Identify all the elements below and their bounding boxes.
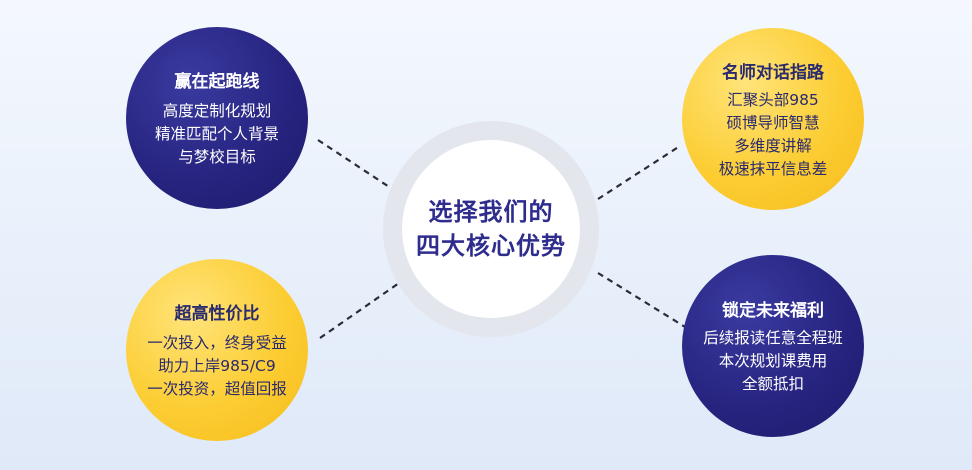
center-hub: 选择我们的 四大核心优势: [402, 140, 580, 318]
node-text-line: 全额抵扣: [741, 375, 804, 393]
connector-bottom-right: [597, 272, 691, 331]
node-text-line: 一次投入，终身受益: [147, 334, 287, 352]
node-title: 名师对话指路: [722, 62, 824, 83]
node-title: 锁定未来福利: [722, 301, 824, 321]
node-text-line: 高度定制化规划: [162, 102, 272, 120]
advantage-node-value: 超高性价比 一次投入，终身受益 助力上岸985/C9 一次投资，超值回报: [126, 259, 308, 441]
node-text-line: 本次规划课费用: [718, 352, 828, 370]
advantage-node-future-benefit: 锁定未来福利 后续报读任意全程班 本次规划课费用 全额抵扣: [682, 255, 864, 437]
advantage-node-mentors: 名师对话指路 汇聚头部985 硕博导师智慧 多维度讲解 极速抹平信息差: [682, 28, 864, 210]
connector-bottom-left: [319, 273, 413, 339]
node-text-line: 一次投资，超值回报: [147, 380, 287, 398]
node-text-line: 极速抹平信息差: [718, 159, 828, 178]
node-title: 超高性价比: [174, 304, 260, 324]
node-text-line: 后续报读任意全程班: [703, 329, 843, 347]
center-title-line-2: 四大核心优势: [416, 232, 566, 260]
node-text-line: 助力上岸985/C9: [158, 357, 276, 375]
node-text-line: 精准匹配个人背景: [154, 125, 279, 143]
node-text-line: 与梦校目标: [178, 148, 256, 166]
advantage-node-head-start: 赢在起跑线 高度定制化规划 精准匹配个人背景 与梦校目标: [126, 27, 308, 209]
node-text-line: 多维度讲解: [734, 136, 812, 155]
center-title-line-1: 选择我们的: [428, 198, 554, 226]
node-text-line: 硕博导师智慧: [726, 113, 820, 132]
connector-top-right: [597, 145, 681, 200]
node-title: 赢在起跑线: [174, 72, 260, 92]
node-text-line: 汇聚头部985: [727, 90, 819, 109]
